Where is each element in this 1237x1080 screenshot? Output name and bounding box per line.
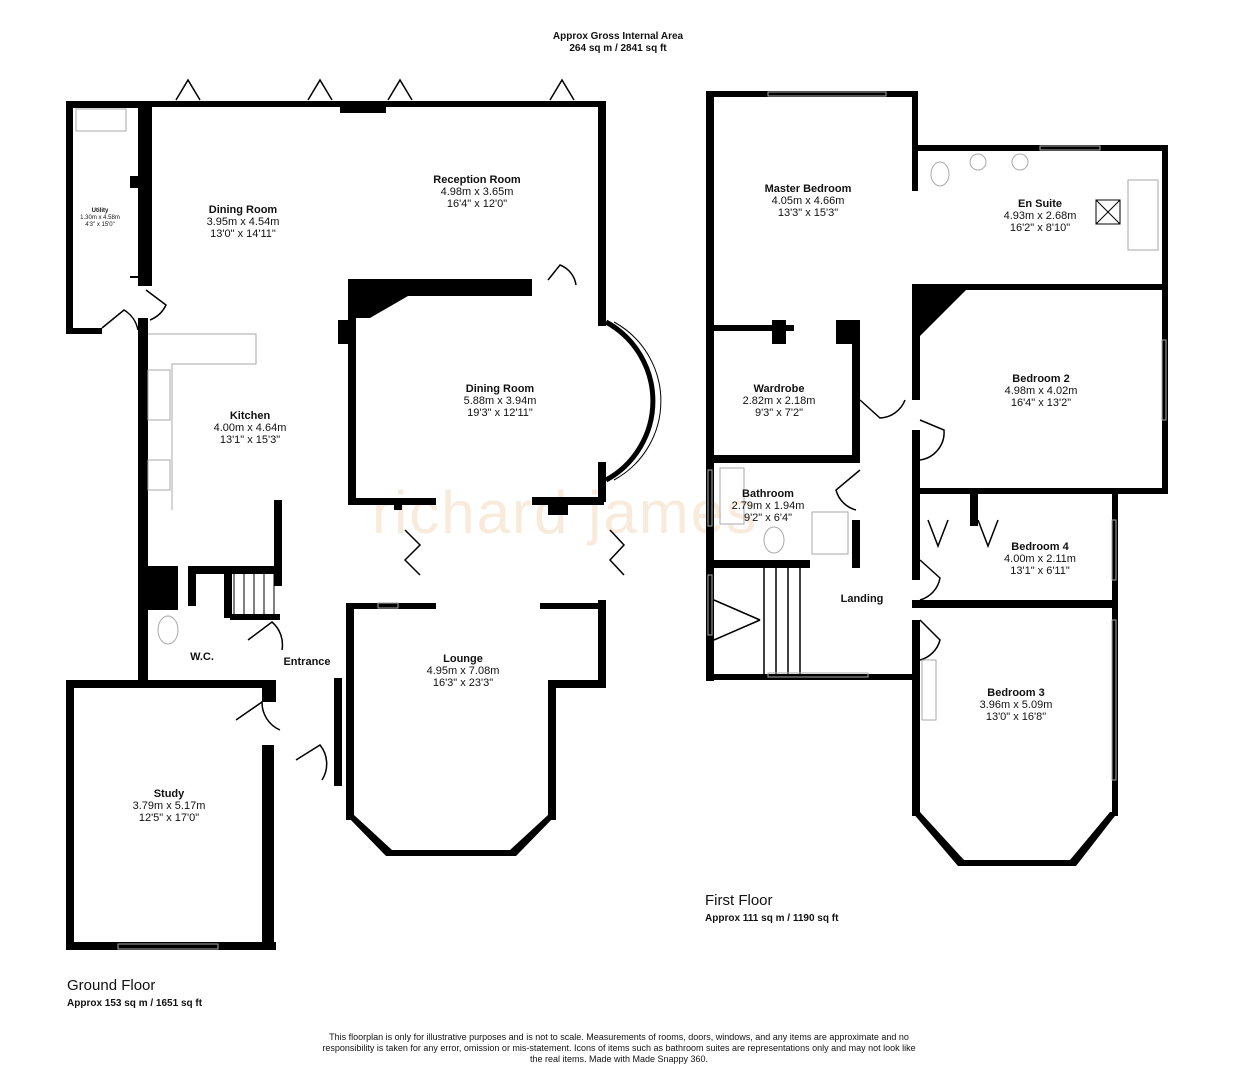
gross-area-header: Approx Gross Internal Area 264 sq m / 28… bbox=[518, 31, 718, 55]
room-landing: Landing bbox=[840, 593, 884, 605]
room-dining-room-1: Dining Room 3.95m x 4.54m 13'0" x 14'11" bbox=[206, 204, 280, 240]
room-wc: W.C. bbox=[190, 651, 214, 663]
room-bedroom-4: Bedroom 4 4.00m x 2.11m 13'1" x 6'11" bbox=[1004, 541, 1076, 577]
room-study: Study 3.79m x 5.17m 12'5" x 17'0" bbox=[132, 788, 206, 824]
room-entrance: Entrance bbox=[283, 656, 331, 668]
room-reception-room: Reception Room 4.98m x 3.65m 16'4" x 12'… bbox=[433, 174, 521, 210]
room-utility: Utility 1.30m x 4.58m 4'3" x 15'0" bbox=[80, 208, 120, 228]
room-bedroom-2: Bedroom 2 4.98m x 4.02m 16'4" x 13'2" bbox=[1004, 373, 1078, 409]
room-dining-room-2: Dining Room 5.88m x 3.94m 19'3" x 12'11" bbox=[463, 383, 537, 419]
ground-floor-name: Ground Floor bbox=[67, 977, 156, 994]
first-floor-caption: First Floor Approx 111 sq m / 1190 sq ft bbox=[705, 892, 838, 924]
room-en-suite: En Suite 4.93m x 2.68m 16'2" x 8'10" bbox=[1003, 198, 1077, 234]
first-floor-area: Approx 111 sq m / 1190 sq ft bbox=[705, 913, 839, 924]
room-master-bedroom: Master Bedroom 4.05m x 4.66m 13'3" x 15'… bbox=[764, 183, 852, 219]
gross-area-title: Approx Gross Internal Area bbox=[552, 31, 684, 42]
gross-area-value: 264 sq m / 2841 sq ft bbox=[569, 43, 667, 54]
first-floor-name: First Floor bbox=[705, 892, 773, 909]
ground-floor-fixtures bbox=[75, 108, 399, 950]
ground-floor-area: Approx 153 sq m / 1651 sq ft bbox=[67, 998, 203, 1009]
first-floor-doors bbox=[713, 399, 999, 674]
ground-floor-doors bbox=[101, 78, 662, 781]
disclaimer: This floorplan is only for illustrative … bbox=[322, 1032, 916, 1064]
room-wardrobe: Wardrobe 2.82m x 2.18m 9'3" x 7'2" bbox=[742, 383, 816, 419]
room-bathroom: Bathroom 2.79m x 1.94m 9'2" x 6'4" bbox=[731, 488, 805, 524]
ground-floor-caption: Ground Floor Approx 153 sq m / 1651 sq f… bbox=[67, 977, 202, 1009]
room-kitchen: Kitchen 4.00m x 4.64m 13'1" x 15'3" bbox=[213, 410, 287, 446]
first-floor-fixtures bbox=[707, 91, 1167, 781]
room-bedroom-3: Bedroom 3 3.96m x 5.09m 13'0" x 16'8" bbox=[979, 687, 1053, 723]
room-lounge: Lounge 4.95m x 7.08m 16'3" x 23'3" bbox=[426, 653, 500, 689]
